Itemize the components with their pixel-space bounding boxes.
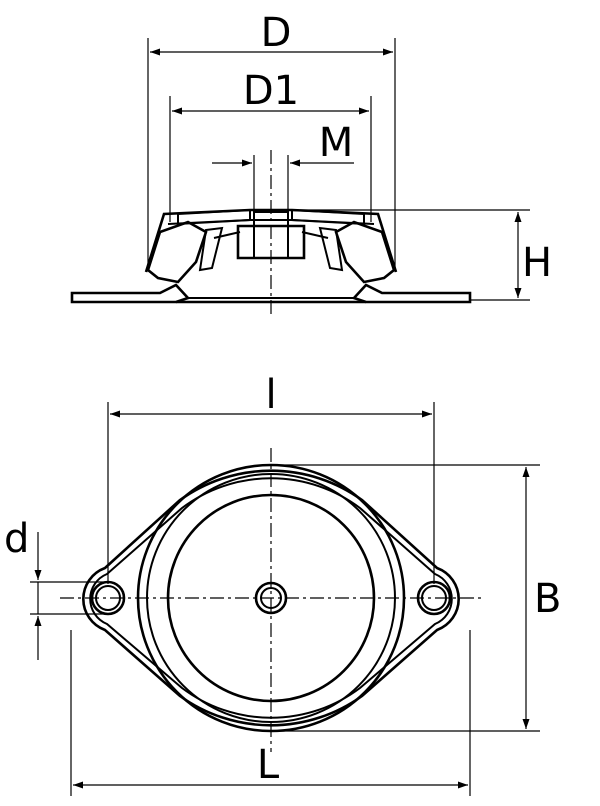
plan-dimensions: l B L d xyxy=(4,372,561,796)
dim-label-L: L xyxy=(257,742,280,788)
plan-view xyxy=(60,448,482,752)
rubber-right xyxy=(334,220,396,284)
dim-label-D: D xyxy=(261,10,292,56)
section-view xyxy=(70,150,472,318)
base-plate-right xyxy=(351,283,472,304)
flange-outline xyxy=(82,469,460,727)
dim-label-M: M xyxy=(319,120,354,166)
base-plate xyxy=(70,283,191,304)
dim-label-H: H xyxy=(522,240,552,286)
rubber-left xyxy=(146,220,208,284)
dim-label-D1: D1 xyxy=(243,68,299,114)
dim-label-B: B xyxy=(534,576,561,622)
dim-label-d: d xyxy=(4,516,29,562)
section-dimensions: D D1 M H xyxy=(147,10,552,301)
dim-label-l: l xyxy=(265,372,276,418)
